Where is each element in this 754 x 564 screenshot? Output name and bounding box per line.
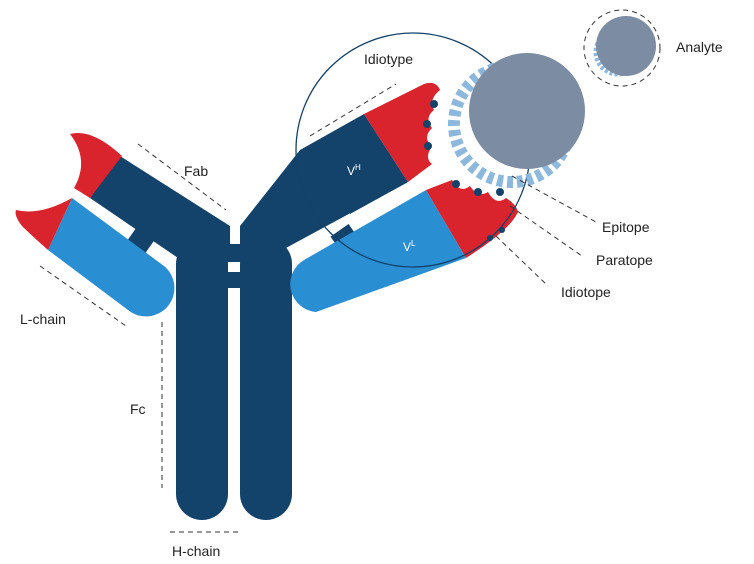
label-paratope: Paratope [596, 252, 653, 268]
label-epitope: Epitope [602, 219, 650, 235]
analyte-small [596, 16, 656, 76]
fc-stem-right [240, 238, 292, 520]
epitope-leader [512, 176, 596, 222]
label-fc: Fc [130, 401, 146, 417]
label-h-chain: H-chain [172, 543, 220, 559]
label-idiotype: Idiotype [364, 51, 413, 67]
paratope-leader [510, 206, 582, 256]
fc-stem-left [176, 238, 228, 520]
hinge-bottom [226, 272, 242, 288]
label-fab: Fab [184, 163, 208, 179]
label-analyte: Analyte [676, 39, 723, 55]
label-l-chain: L-chain [20, 311, 66, 327]
idiotope-leader [496, 236, 548, 286]
analyte-large [469, 53, 585, 169]
label-idiotope: Idiotope [561, 284, 611, 300]
